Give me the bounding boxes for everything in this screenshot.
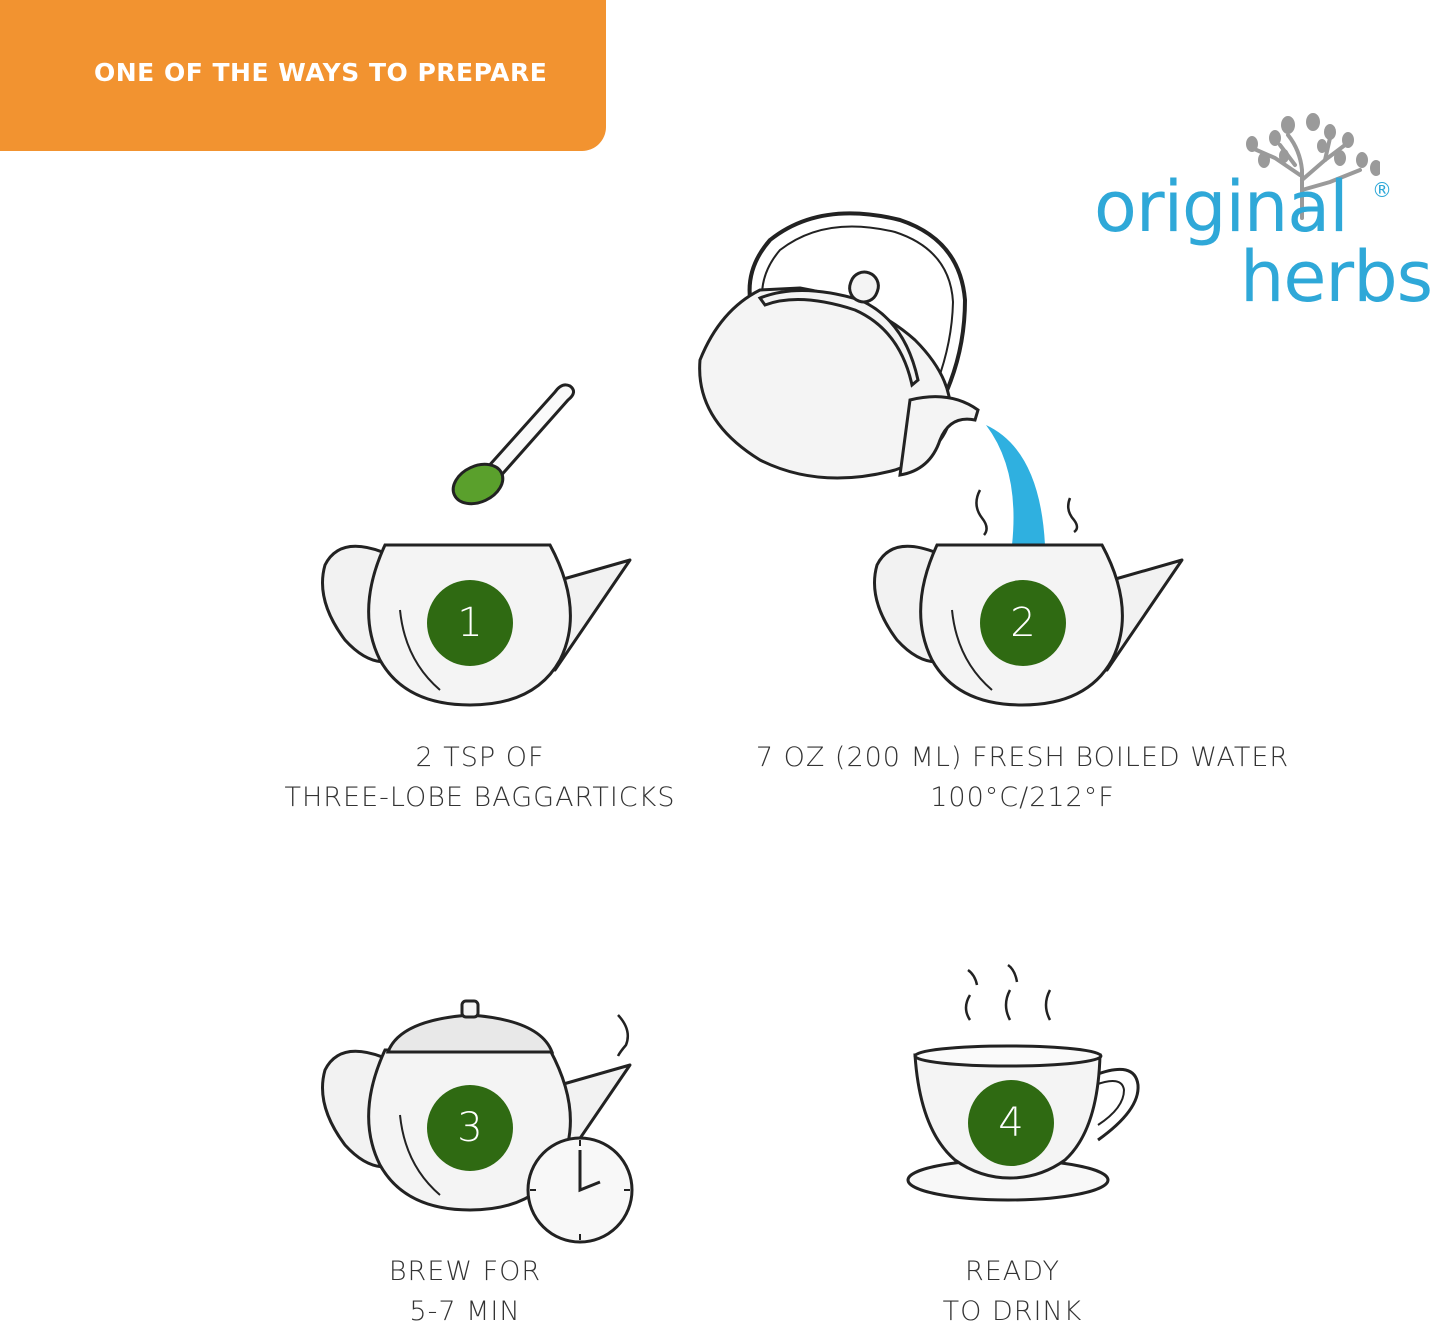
tree-icon [1246,113,1380,220]
brand-word-herbs: herbs [1240,236,1433,318]
step-1-line-1: 2 TSP OF [415,742,545,773]
step-4-badge: 4 [968,1080,1054,1166]
teapot-with-spoon-icon [321,383,632,707]
teapot-with-clock-icon [321,999,634,1244]
tea-cup-icon [906,963,1140,1202]
step-2-badge: 2 [980,580,1066,666]
step-1-line-2: THREE-LOBE BAGGARTICKS [284,782,676,813]
step-3-caption: BREW FOR 5-7 MIN [330,1252,600,1332]
step-3-line-2: 5-7 MIN [409,1296,521,1327]
step-1-caption: 2 TSP OF THREE-LOBE BAGGARTICKS [270,738,690,818]
banner-title: ONE OF THE WAYS TO PREPARE [94,58,548,87]
brand-logo: original ® herbs [1090,110,1445,320]
brand-word-original: original [1094,166,1349,248]
step-4-caption: READY TO DRINK [880,1252,1145,1332]
step-3-line-1: BREW FOR [388,1256,542,1287]
step-2-line-1: 7 OZ (200 ML) FRESH BOILED WATER [755,742,1290,773]
step-3-badge: 3 [427,1085,513,1171]
kettle-pouring-icon [698,211,1184,707]
step-4-line-2: TO DRINK [942,1296,1083,1327]
registered-mark: ® [1372,178,1392,202]
step-2-caption: 7 OZ (200 ML) FRESH BOILED WATER 100°C/2… [745,738,1300,818]
step-2-line-2: 100°C/212°F [930,782,1115,813]
header-banner: ONE OF THE WAYS TO PREPARE [0,0,606,151]
step-1-badge: 1 [427,580,513,666]
step-4-line-1: READY [964,1256,1061,1287]
